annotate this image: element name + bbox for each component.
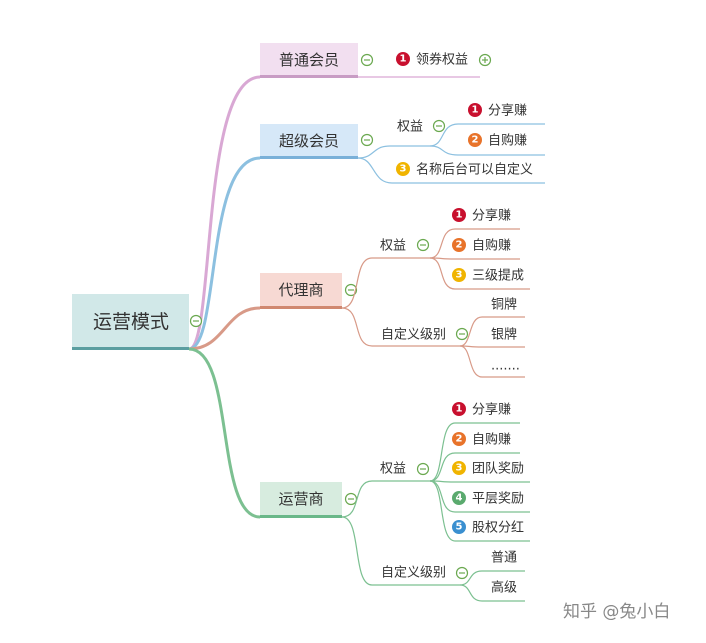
item-label: 权益 — [380, 461, 406, 477]
watermark: 知乎 @兔小白 — [563, 602, 670, 622]
badge-number: 1 — [472, 105, 479, 116]
badge-1-icon — [452, 402, 466, 416]
badge-number: 1 — [400, 54, 407, 65]
branch-putong-huiyuan[interactable]: 普通会员 — [260, 43, 358, 78]
item-label: 团队奖励 — [472, 462, 524, 477]
item-label: 银牌 — [491, 327, 517, 343]
badge-5-icon — [452, 520, 466, 534]
branch-label: 代理商 — [278, 281, 323, 299]
badge-3-icon — [452, 268, 466, 282]
collapse-icon[interactable] — [189, 314, 203, 328]
item-label: 权益 — [380, 238, 406, 254]
collapse-icon[interactable] — [360, 133, 374, 147]
item-label: 权益 — [397, 119, 423, 135]
collapse-icon[interactable] — [344, 492, 358, 506]
item-label: 领券权益 — [416, 52, 468, 68]
badge-number: 3 — [400, 164, 407, 175]
root-label: 运营模式 — [93, 311, 169, 333]
badge-3-icon — [396, 162, 410, 176]
branch-yunyingshang[interactable]: 运营商 — [260, 482, 342, 518]
collapse-icon[interactable] — [455, 566, 469, 580]
badge-number: 2 — [472, 135, 479, 146]
badge-number: 1 — [456, 404, 463, 415]
badge-2-icon — [452, 238, 466, 252]
collapse-icon[interactable] — [455, 327, 469, 341]
badge-number: 3 — [456, 463, 463, 474]
collapse-icon[interactable] — [416, 238, 430, 252]
badge-number: 3 — [456, 270, 463, 281]
badge-number: 2 — [456, 434, 463, 445]
collapse-icon[interactable] — [416, 462, 430, 476]
item-label: 股权分红 — [472, 520, 524, 536]
item-label: 自购赚 — [488, 133, 527, 149]
item-label: 自定义级别 — [381, 328, 446, 343]
collapse-icon[interactable] — [432, 119, 446, 133]
root-node[interactable]: 运营模式 — [72, 294, 189, 350]
badge-number: 2 — [456, 240, 463, 251]
item-label: 分享赚 — [472, 208, 511, 224]
item-label: ....... — [491, 359, 520, 374]
item-label: 分享赚 — [472, 402, 511, 418]
badge-1-icon — [468, 103, 482, 117]
badge-number: 5 — [456, 522, 463, 533]
item-label: 高级 — [491, 580, 517, 596]
collapse-icon[interactable] — [360, 53, 374, 67]
item-label: 三级提成 — [472, 268, 524, 284]
item-label: 普通 — [491, 551, 517, 566]
item-label: 名称后台可以自定义 — [416, 162, 533, 178]
expand-icon[interactable] — [478, 53, 492, 67]
list-item[interactable]: 1 领券权益 — [396, 52, 468, 68]
badge-number: 1 — [456, 210, 463, 221]
branch-chaoji-huiyuan[interactable]: 超级会员 — [260, 124, 358, 159]
badge-number: 4 — [456, 493, 463, 504]
badge-1-icon — [452, 208, 466, 222]
badge-2-icon — [452, 432, 466, 446]
item-label: 自购赚 — [472, 238, 511, 254]
badge-1-icon — [396, 52, 410, 66]
item-label: 平层奖励 — [472, 492, 524, 507]
badge-3-icon — [452, 461, 466, 475]
branch-label: 普通会员 — [279, 51, 339, 69]
branch-label: 运营商 — [278, 490, 323, 508]
branch-dailishang[interactable]: 代理商 — [260, 273, 342, 309]
item-label: 铜牌 — [491, 297, 517, 313]
badge-2-icon — [468, 133, 482, 147]
branch-label: 超级会员 — [279, 132, 339, 150]
item-label: 自购赚 — [472, 432, 511, 448]
badge-4-icon — [452, 491, 466, 505]
root-connectors — [188, 75, 261, 519]
item-label: 自定义级别 — [381, 566, 446, 581]
item-label: 分享赚 — [488, 103, 527, 119]
